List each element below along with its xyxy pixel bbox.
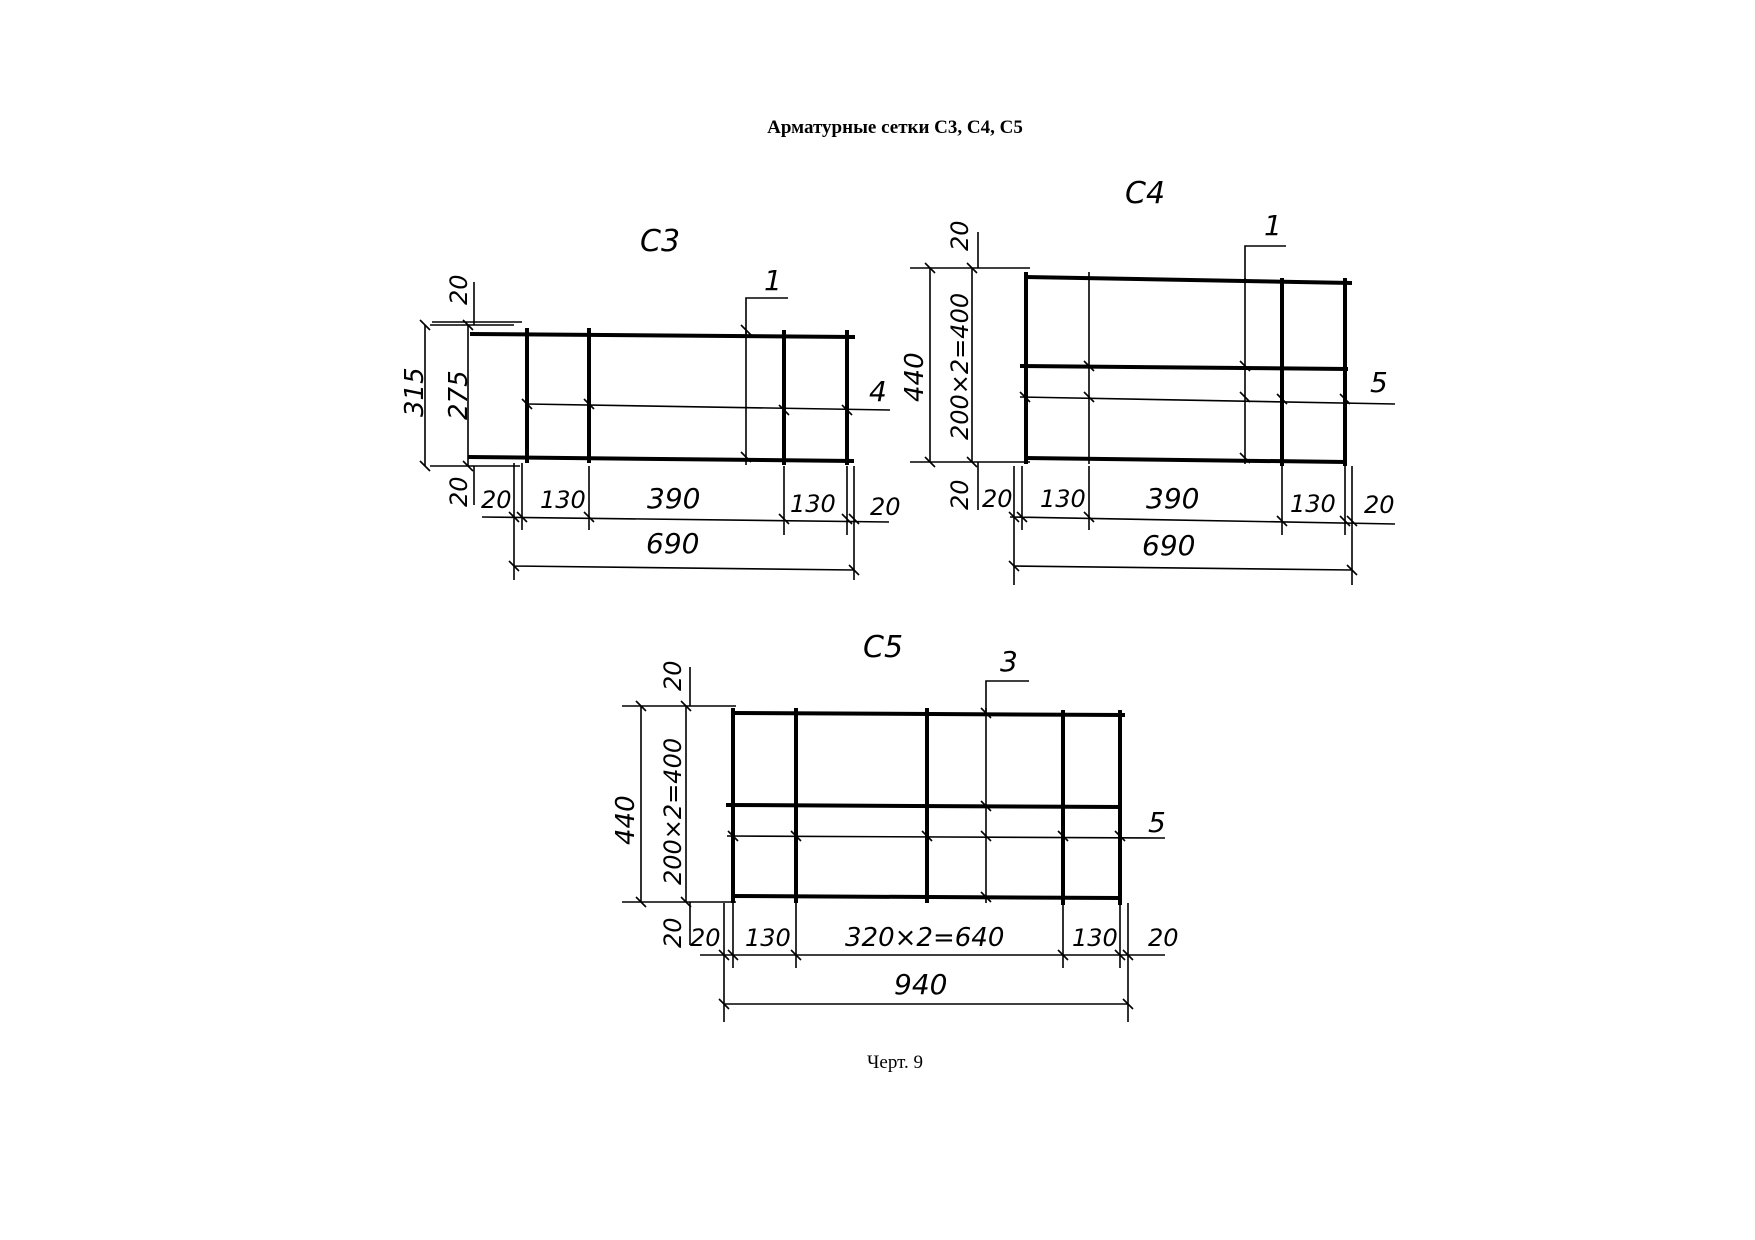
mesh-c5-hdim-640: 320×2=640 — [845, 923, 1004, 953]
mesh-c5-callout-3-leader — [985, 680, 1029, 712]
mesh-c5-bar-lower — [726, 835, 1166, 839]
mesh-c4-hdim-ticks — [1008, 511, 1358, 576]
mesh-c3-bar-top — [469, 332, 856, 339]
mesh-c5-hdim-20-left: 20 — [690, 924, 721, 952]
mesh-c4-vdim-20-top: 20 — [946, 220, 974, 251]
mesh-c5-callout-3: 3 — [1000, 645, 1018, 678]
mesh-c3-vdim-275: 275 — [444, 370, 474, 420]
mesh-c5-hdim-940: 940 — [894, 968, 947, 1001]
mesh-c5-vdim-400: 200×2=400 — [659, 738, 687, 885]
mesh-c4-ticks — [1019, 360, 1351, 464]
mesh-c3-hdim-390: 390 — [647, 482, 700, 515]
mesh-c3: С3 1 4 20 275 20 315 — [400, 224, 901, 580]
mesh-c3-vdim-20-bottom: 20 — [445, 476, 473, 507]
mesh-c3-callout-1: 1 — [764, 264, 782, 297]
mesh-c5-vdim-440: 440 — [611, 795, 641, 845]
mesh-c5-vdim-ticks — [635, 700, 692, 908]
mesh-c4-hdim-130-right: 130 — [1290, 490, 1336, 518]
mesh-c4-vdim-440: 440 — [900, 352, 930, 402]
mesh-c5-hdim-lines — [700, 903, 1165, 1022]
mesh-c4: С4 1 5 20 200×2=400 20 440 20 130 39 — [900, 176, 1396, 585]
mesh-c3-vdim-lines — [424, 282, 522, 505]
mesh-c5: С5 3 5 20 200×2=400 20 440 20 130 — [611, 630, 1179, 1022]
mesh-c4-hdim-20-left: 20 — [982, 485, 1013, 513]
mesh-c4-label: С4 — [1125, 176, 1165, 211]
mesh-c3-callout-1-leader — [745, 297, 788, 334]
mesh-c3-callout-4: 4 — [869, 375, 887, 408]
mesh-c4-bar-bottom — [1024, 456, 1347, 464]
mesh-c4-bar-top — [1024, 275, 1353, 285]
mesh-c3-hdim-20-right: 20 — [870, 493, 901, 521]
mesh-c4-vdim-20-bottom: 20 — [946, 479, 974, 510]
mesh-c5-vdim-20-bottom: 20 — [659, 917, 687, 948]
page-title: Арматурные сетки С3, С4, С5 — [767, 117, 1023, 138]
mesh-c5-hdim-20-right: 20 — [1148, 924, 1179, 952]
mesh-c3-hdim-ticks — [508, 511, 860, 576]
mesh-c5-label: С5 — [863, 630, 903, 665]
mesh-c3-bar-bottom — [467, 455, 855, 463]
mesh-c3-bar-middle — [526, 403, 891, 411]
mesh-c3-hdim-lines — [481, 463, 890, 580]
mesh-c4-hdim-690: 690 — [1142, 529, 1195, 562]
mesh-c3-vdim-20-top: 20 — [445, 274, 473, 305]
mesh-c5-hdim-130-right: 130 — [1072, 924, 1118, 952]
mesh-c5-hdim-130-left: 130 — [745, 924, 791, 952]
mesh-c3-hdim-690: 690 — [646, 527, 699, 560]
mesh-c3-ticks — [521, 324, 853, 463]
mesh-c4-vdim-400: 200×2=400 — [946, 293, 974, 440]
mesh-c4-hdim-130-left: 130 — [1040, 485, 1086, 513]
mesh-c4-hdim-lines — [1009, 466, 1396, 585]
mesh-c4-hdim-20-right: 20 — [1364, 491, 1395, 519]
mesh-c3-hdim-20-left: 20 — [481, 486, 512, 514]
mesh-c3-label: С3 — [640, 224, 680, 259]
mesh-c4-vdim-ticks — [924, 262, 978, 468]
mesh-c3-hdim-130-left: 130 — [540, 486, 586, 514]
mesh-c5-callout-5: 5 — [1148, 806, 1166, 839]
mesh-c3-vdim-315: 315 — [400, 367, 430, 417]
mesh-c5-ticks — [727, 707, 1126, 903]
figure-caption: Черт. 9 — [867, 1052, 923, 1073]
mesh-c4-callout-5: 5 — [1370, 366, 1388, 399]
mesh-c4-vdim-lines — [910, 232, 1030, 510]
mesh-c5-vdim-20-top: 20 — [659, 660, 687, 691]
mesh-c4-hdim-390: 390 — [1146, 482, 1199, 515]
mesh-c3-hdim-130-right: 130 — [790, 490, 836, 518]
mesh-c5-vdim-lines — [622, 667, 736, 945]
mesh-c5-hdim-ticks — [718, 949, 1134, 1010]
mesh-c3-vdim-ticks — [419, 319, 474, 472]
mesh-c4-bar-mid-upper — [1019, 364, 1349, 371]
mesh-c4-callout-1: 1 — [1264, 209, 1282, 242]
mesh-c5-bar-middle — [725, 803, 1123, 809]
mesh-c4-bar-mid-lower — [1019, 396, 1396, 405]
mesh-c4-callout-1-leader — [1244, 245, 1286, 280]
